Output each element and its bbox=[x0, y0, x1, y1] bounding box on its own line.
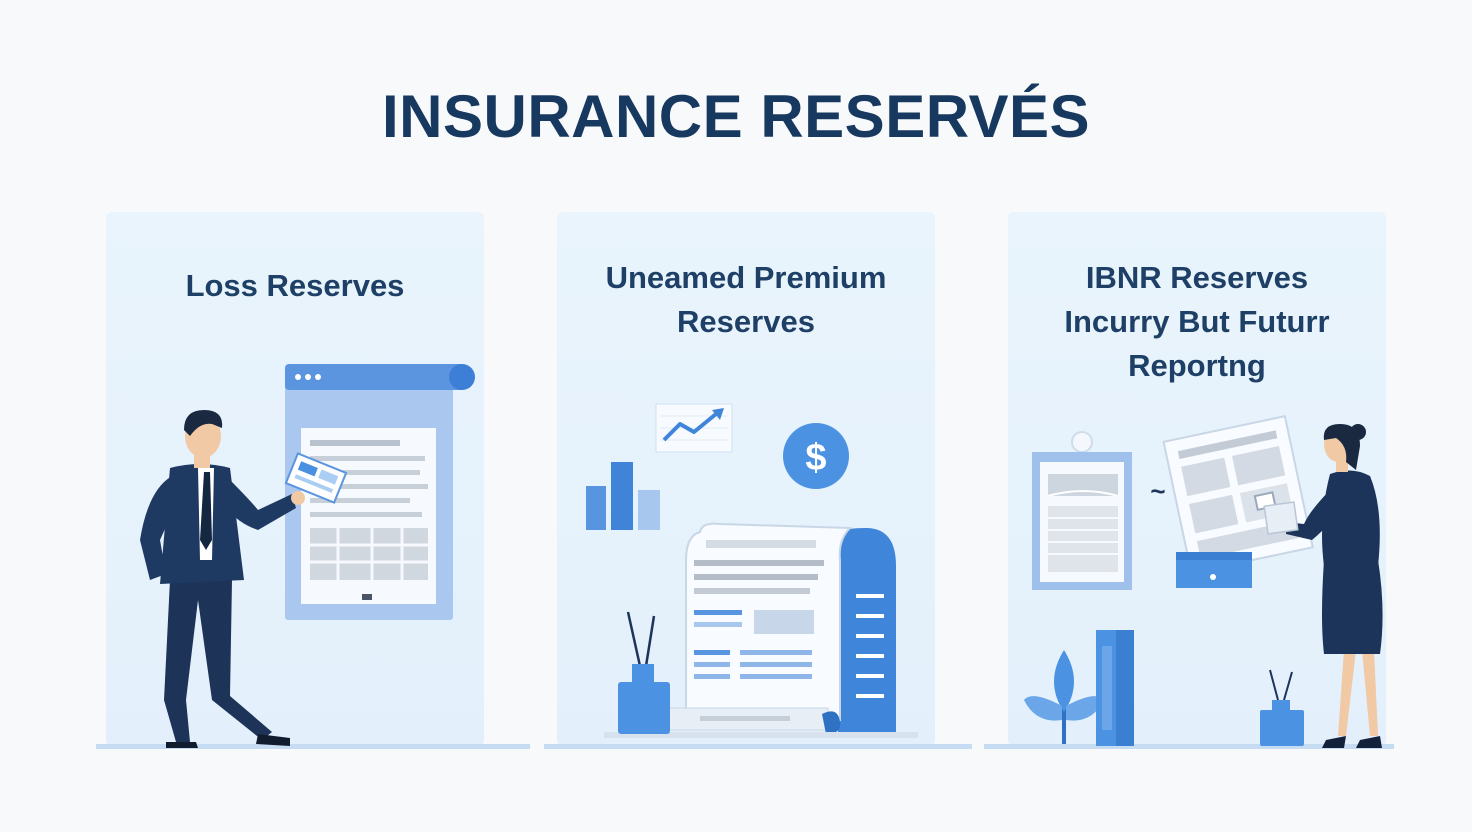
report-sheet-icon bbox=[1162, 414, 1314, 575]
bar-chart-icon bbox=[586, 462, 660, 530]
panel-title-line: Incurry But Futurr bbox=[1064, 304, 1330, 339]
page-title: INSURANCE RESERVÉS bbox=[381, 83, 1091, 150]
scroll-document-icon bbox=[604, 522, 918, 738]
businessman-figure bbox=[140, 410, 348, 748]
panel-title-ibnr: IBNR Reserves Incurry But Futurr Reportn… bbox=[1008, 256, 1386, 388]
businesswoman-figure bbox=[1263, 424, 1383, 748]
panel-title-line: Reserves bbox=[677, 304, 815, 339]
diffuser-vase-icon bbox=[618, 611, 670, 734]
panel-title-loss-reserves: Loss Reserves bbox=[106, 264, 484, 308]
panel-title-line: IBNR Reserves bbox=[1085, 260, 1309, 295]
floor-line bbox=[984, 744, 1394, 749]
dollar-coin-icon: $ bbox=[783, 423, 849, 489]
floor-line bbox=[544, 744, 972, 749]
file-drawer-icon bbox=[1176, 552, 1252, 588]
line-chart-icon bbox=[655, 403, 733, 453]
document-board-icon bbox=[285, 364, 475, 620]
small-vase-icon bbox=[1260, 669, 1304, 746]
panel-title-line: Uneamed Premium bbox=[605, 260, 887, 295]
wave-mark-icon: ~ bbox=[1150, 476, 1165, 506]
panel-title-unearned-premium: Uneamed Premium Reserves bbox=[557, 256, 935, 344]
panel-title-line: Loss Reserves bbox=[185, 268, 405, 303]
binder-icon bbox=[1096, 630, 1134, 746]
floor-line bbox=[96, 744, 530, 749]
plant-icon bbox=[1024, 650, 1104, 744]
clipboard-icon bbox=[1032, 431, 1132, 590]
panel-title-line: Reportng bbox=[1128, 348, 1266, 383]
svg-text:$: $ bbox=[805, 437, 826, 479]
